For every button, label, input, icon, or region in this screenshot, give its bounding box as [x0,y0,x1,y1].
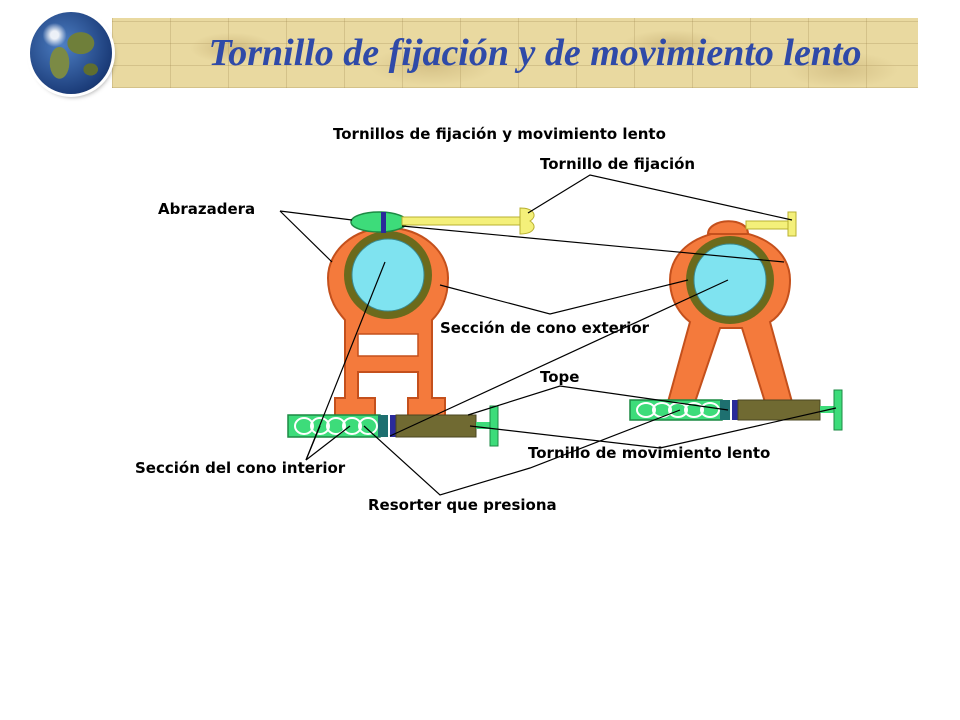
label-seccion-cono-interior: Sección del cono interior [135,459,346,477]
label-seccion-cono-exterior: Sección de cono exterior [440,319,650,337]
label-tornillo-fijacion: Tornillo de fijación [540,155,695,173]
right-fixation-head [787,211,797,237]
right-stop-b [732,400,738,420]
right-slow-rod [737,399,821,421]
left-clamp-window [357,333,419,357]
left-slow-rod [395,414,477,438]
left-spring [294,417,378,435]
globe-icon [30,12,112,94]
left-clamp-assembly [287,207,535,447]
left-cap-slot [381,212,386,233]
title-banner [112,18,918,88]
label-tornillo-mov-lento: Tornillo de movimiento lento [528,444,770,462]
fixation-screw-shaft [401,216,523,226]
label-resorte: Resorter que presiona [368,496,557,514]
right-fixation-shaft [745,220,793,230]
label-tope: Tope [540,368,579,386]
right-clamp-assembly [629,211,843,431]
label-abrazadera: Abrazadera [158,200,255,218]
leader-lines [279,174,837,496]
left-stop-a [378,415,388,437]
right-knob [833,389,843,431]
left-green-cap [350,211,408,233]
left-stop-b [390,415,396,437]
left-inner-cone [351,238,425,312]
right-clamp-top [706,220,750,235]
page-title: Tornillo de fijación y de movimiento len… [208,32,862,74]
fixation-screw-wing [519,207,535,235]
left-knob [489,405,499,447]
right-inner-cone [693,243,767,317]
label-tornillos-fijacion-mov: Tornillos de fijación y movimiento lento [333,125,666,143]
left-knob-shaft [476,422,492,429]
